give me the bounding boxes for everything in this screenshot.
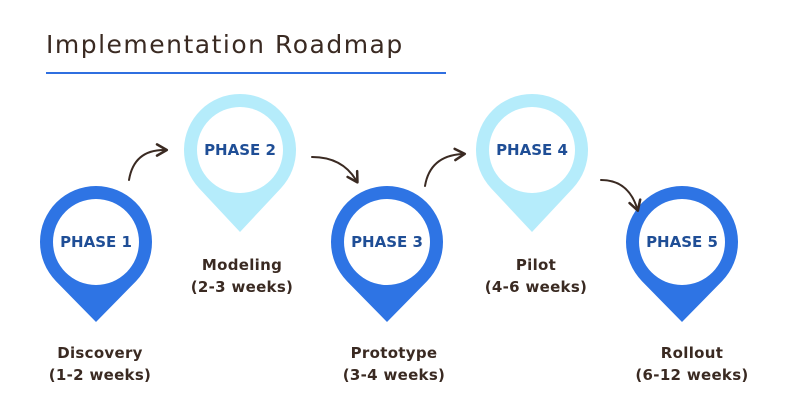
phase-5-caption: Rollout (6-12 weeks) [612,342,772,386]
phase-4-label: PHASE 4 [496,141,568,159]
phase-3-pin-center [344,199,430,285]
arrow-4-to-5 [600,179,642,212]
phase-2-name: Modeling [201,256,283,274]
phase-4-duration: (4-6 weeks) [484,278,588,296]
phase-2-label: PHASE 2 [204,141,276,159]
phase-2-pin-center [197,107,283,193]
phase-3-caption: Prototype (3-4 weeks) [314,342,474,386]
phase-3-pin: PHASE 3 [330,186,443,322]
arrow-2-to-3 [311,156,359,184]
phase-4-pin: PHASE 4 [476,94,588,232]
phase-4-pin-center [489,107,575,193]
phase-4-caption: Pilot (4-6 weeks) [456,254,616,298]
phase-3-name: Prototype [350,344,438,362]
phase-5-label: PHASE 5 [646,233,718,251]
phase-1-duration: (1-2 weeks) [48,366,152,384]
phase-3-label: PHASE 3 [351,233,423,251]
phase-1-pin: PHASE 1 [40,186,153,322]
phase-2-duration: (2-3 weeks) [190,278,294,296]
arrow-3-to-4 [424,147,467,187]
phase-5-pin: PHASE 5 [626,186,738,322]
phase-5-pin-center [639,199,725,285]
phase-2-pin: PHASE 2 [183,93,296,233]
phase-1-name: Discovery [57,344,143,362]
phase-5-name: Rollout [660,344,724,362]
phase-1-caption: Discovery (1-2 weeks) [20,342,180,386]
title-underline [46,72,446,74]
phase-2-caption: Modeling (2-3 weeks) [162,254,322,298]
phase-3-duration: (3-4 weeks) [342,366,446,384]
page-title: Implementation Roadmap [46,30,404,59]
arrow-1-to-2 [128,143,169,181]
phase-4-name: Pilot [515,256,557,274]
phase-1-pin-center [53,199,139,285]
phase-5-duration: (6-12 weeks) [635,366,749,384]
phase-1-label: PHASE 1 [60,233,132,251]
